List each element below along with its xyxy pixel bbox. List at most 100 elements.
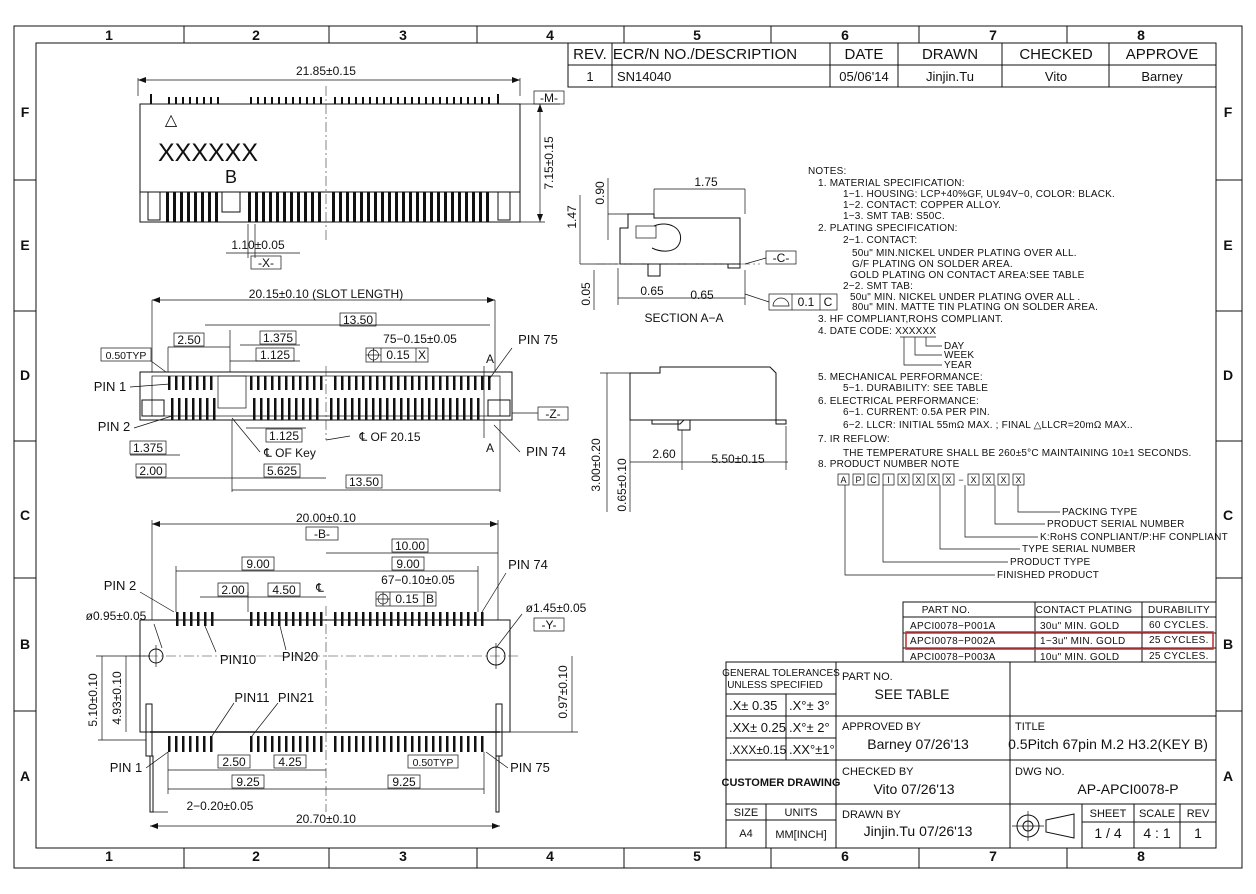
part-no-label: PART NO. — [842, 671, 893, 683]
units-value: MM[INCH] — [775, 829, 826, 841]
revision-table: REV. ECR/N NO./DESCRIPTION DATE DRAWN CH… — [567, 42, 1217, 88]
datum-z: -Z- — [545, 407, 560, 421]
note-line: 5−1. DURABILITY: SEE TABLE — [843, 383, 988, 394]
hole-left-dim: ø0.95±0.05 — [86, 609, 147, 623]
dim-2-00: 2.00 — [139, 464, 163, 478]
pt-cell: 30u" MIN. GOLD — [1040, 621, 1119, 632]
drawn-label: DRAWN BY — [842, 809, 902, 821]
tol-xxx: .XXX±0.15 — [729, 743, 787, 757]
gdt-frame-x: 0.15 X — [365, 347, 429, 363]
side-dim-5-50: 5.50±0.15 — [711, 452, 765, 466]
note-line: 3. HF COMPLIANT,ROHS COMPLIANT. — [818, 314, 1003, 325]
rev-value: 1 — [586, 69, 593, 84]
bottom-view: 20.00±0.10 -B- 10.00 9.00 9.00 2.00 4.50… — [86, 511, 587, 829]
pt-header-part: PART NO. — [922, 605, 971, 616]
front-pin-row-top — [168, 376, 491, 390]
pn-legend: TYPE SERIAL NUMBER — [1022, 544, 1136, 555]
dwg-label: DWG NO. — [1015, 766, 1065, 778]
pt-header-plating: CONTACT PLATING — [1036, 605, 1133, 616]
pt-header-durability: DURABILITY — [1148, 605, 1210, 616]
col-label: 1 — [105, 27, 113, 43]
pn-dash: − — [958, 475, 963, 485]
front-view: 20.15±0.10 (SLOT LENGTH) 13.50 2.50 1.37… — [94, 287, 569, 492]
customer-drawing: CUSTOMER DRAWING — [722, 777, 841, 789]
gdt-value-b: 0.15 — [395, 592, 419, 606]
units-label: UNITS — [785, 807, 818, 819]
cl-of-20-15: ℄ OF 20.15 — [358, 430, 420, 444]
side-dim-2-60: 2.60 — [652, 447, 676, 461]
dim-5-625: 5.625 — [267, 464, 297, 478]
bottom-width-dim: 20.00±0.10 — [296, 511, 356, 525]
title-label: TITLE — [1015, 721, 1045, 733]
pn-box: X — [1000, 475, 1006, 485]
dim-0-90: 0.90 — [593, 181, 607, 205]
pt-cell: APCI0078−P002A — [910, 636, 996, 647]
dim-0-05: 0.05 — [579, 282, 593, 306]
pin-21-label: PIN21 — [278, 690, 314, 705]
pitch-dim: 1.10±0.05 — [231, 238, 285, 252]
col-label: 2 — [252, 848, 260, 864]
gen-tol-sub: UNLESS SPECIFIED — [727, 680, 823, 691]
note-line: G/F PLATING ON SOLDER AREA. — [852, 259, 1013, 270]
rev-value: 1 — [1194, 825, 1202, 841]
pn-legend: PRODUCT SERIAL NUMBER — [1047, 519, 1185, 530]
dim-1-75: 1.75 — [694, 175, 718, 189]
section-view: 1.75 0.90 1.47 -C- 0.05 0.65 0.65 — [565, 175, 838, 325]
notes-title: NOTES: — [808, 166, 846, 177]
part-no-value: SEE TABLE — [875, 686, 950, 702]
top-pin-row — [150, 94, 499, 104]
col-label: 6 — [841, 848, 849, 864]
ecr-value: SN14040 — [617, 69, 671, 84]
dim-4-25: 4.25 — [278, 755, 302, 769]
dim-0-65a: 0.65 — [640, 284, 664, 298]
note-line: GOLD PLATING ON CONTACT AREA:SEE TABLE — [850, 270, 1085, 281]
col-label: 1 — [105, 848, 113, 864]
approved-value: Barney 07/26'13 — [867, 736, 969, 752]
approve-value: Barney — [1141, 69, 1183, 84]
pn-box: X — [915, 475, 921, 485]
drawn-value: Jinjin.Tu 07/26'13 — [864, 823, 973, 839]
section-housing — [619, 213, 741, 265]
row-label: F — [21, 104, 30, 120]
gdt-ref-b: B — [426, 592, 434, 606]
pin-75-label: PIN 75 — [518, 332, 558, 347]
row-label: B — [1223, 636, 1233, 652]
hole-right-dim: ø1.45±0.05 — [526, 601, 587, 615]
gen-tol-title: GENERAL TOLERANCES — [722, 668, 840, 679]
row-label: C — [1223, 507, 1233, 523]
pin-11-label: PIN11 — [234, 690, 269, 705]
part-number-boxes: A P C I X X X X − X X X X — [837, 473, 1060, 576]
col-label: 8 — [1137, 848, 1145, 864]
dwg-value: AP-APCI0078-P — [1077, 781, 1178, 797]
note-line: 5. MECHANICAL PERFORMANCE: — [818, 372, 983, 383]
pin-74-label: PIN 74 — [526, 444, 566, 459]
dim-1-375-bot: 1.375 — [133, 441, 163, 455]
pn-legend: FINISHED PRODUCT — [997, 570, 1099, 581]
column-labels: 1 2 3 4 5 6 7 8 1 2 3 4 5 6 7 8 — [105, 27, 1145, 864]
note-line: 6−2. LLCR: INITIAL 55mΩ MAX. ; FINAL △LL… — [843, 420, 1133, 431]
checked-header: CHECKED — [1019, 46, 1093, 63]
note-line: 1. MATERIAL SPECIFICATION: — [818, 178, 965, 189]
pin-20-label: PIN20 — [282, 649, 318, 664]
col-label: 7 — [989, 27, 997, 43]
pn-box: X — [970, 475, 976, 485]
section-marker-top: A — [486, 352, 494, 366]
top-view: 21.85±0.15 — [137, 64, 565, 270]
tol-x-angle: .X°± 3° — [789, 698, 830, 713]
dim-9-25a: 9.25 — [236, 775, 260, 789]
pt-cell: APCI0078−P003A — [910, 652, 996, 663]
flatness-value: 0.1 — [798, 295, 815, 309]
checked-value: Vito 07/26'13 — [873, 781, 954, 797]
pin-2-bottom: PIN 2 — [104, 578, 137, 593]
dim-13-50-bot: 13.50 — [349, 475, 379, 489]
row-label: A — [20, 768, 30, 784]
side-view: 3.00±0.20 0.65±0.10 2.60 5.50±0.15 — [589, 366, 788, 512]
row-label: C — [20, 507, 30, 523]
pt-cell: 25 CYCLES. — [1149, 651, 1209, 662]
part-marking: XXXXXX — [158, 139, 258, 167]
row-label: B — [20, 636, 30, 652]
title-block: GENERAL TOLERANCES UNLESS SPECIFIED .X± … — [722, 661, 1217, 849]
pin-75-bottom: PIN 75 — [510, 760, 550, 775]
part-table: PART NO. CONTACT PLATING DURABILITY APCI… — [902, 601, 1217, 663]
section-marker-bottom: A — [486, 441, 494, 455]
